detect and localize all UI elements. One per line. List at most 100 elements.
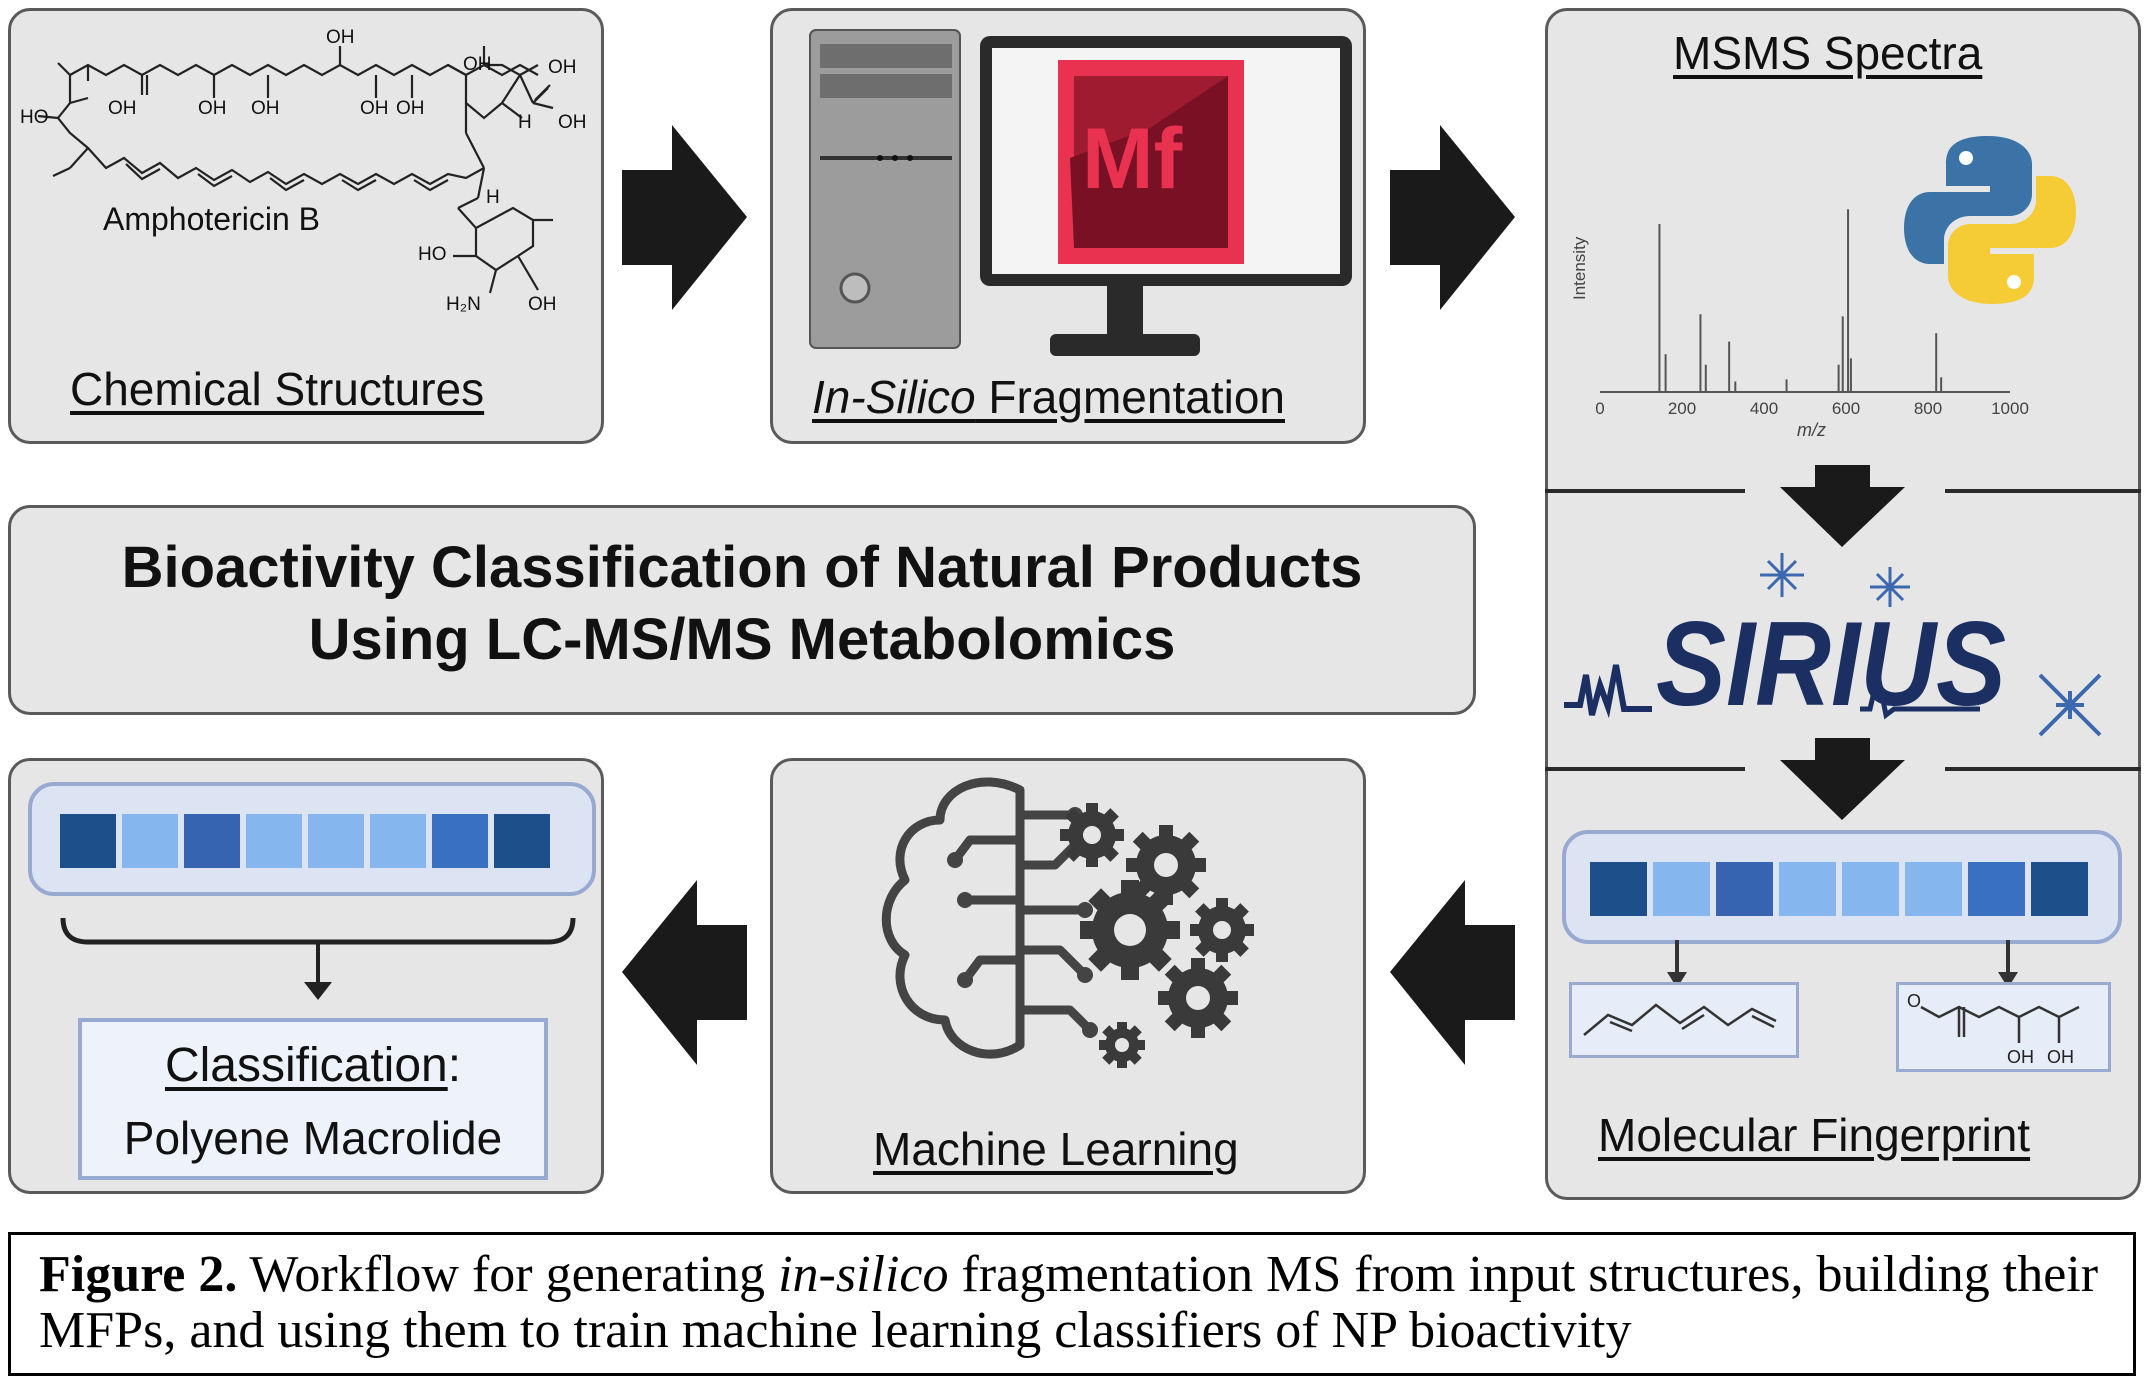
spectrum-tick-label: 800 [1914,399,1942,418]
arrow-down-1 [1780,465,1905,547]
msms-spectrum-chart: Intensity m/z 0 200 400 600 800 1000 [1570,209,2029,440]
msms-spectra-label: MSMS Spectra [1673,27,1983,79]
atom-label-oh2: OH [198,98,227,119]
gear-icon [1158,958,1238,1038]
arrow-right-1 [622,125,747,310]
polyene-substructure-icon [1583,1003,1777,1036]
atom-label-ho13: HO [418,244,447,265]
substructure-box-polyene [1569,982,1799,1058]
caption-text-2: fragmentation MS from input structures, … [39,1246,2099,1359]
substructure-atom-oh2: OH [2047,1047,2074,1067]
atom-label-oh1: OH [108,98,137,119]
amphotericin-structure: OH OH OH OH OH OH OH HO OH H OH H HO H₂N… [20,27,587,315]
fingerprint-bit [1590,862,1647,916]
spectrum-tick-label: 200 [1668,399,1696,418]
main-title-line2: Using LC-MS/MS Metabolomics [308,607,1176,672]
atom-label-oh5: OH [360,98,389,119]
spectrum-tick-label: 0 [1595,399,1604,418]
python-logo-icon [1904,136,2076,304]
sirius-spectrum-line [1564,664,1652,719]
machine-learning-label: Machine Learning [873,1123,1239,1175]
atom-label-ho8: HO [20,107,49,128]
classification-heading: Classification [164,1039,448,1092]
gear-icon [1060,803,1124,867]
fingerprint-bit [1779,862,1836,916]
molecule-name: Amphotericin B [103,201,320,237]
divider-2 [1945,489,2141,493]
atom-label-h10: H [518,112,532,133]
spectrum-y-label: Intensity [1570,236,1589,300]
sirius-spectrum-line-2 [1860,674,1980,720]
sirius-logo: SIRIUS [1564,553,2102,737]
bracket-arrow [60,917,576,1000]
gear-icon [1080,880,1180,980]
molecular-fingerprint-label: Molecular Fingerprint [1598,1109,2031,1161]
substructure-atom-o: O [1907,991,1921,1011]
fingerprint-bit [60,814,116,868]
spectrum-tick-label: 600 [1832,399,1860,418]
classification-box: Classification: Polyene Macrolide [78,1018,548,1180]
sparkle-icon [1870,567,1910,607]
atom-label-oh7: OH [463,54,492,75]
caption-text-1: Workflow for generating [237,1246,779,1303]
gear-icon [1099,1022,1145,1068]
arrow-left-1 [622,880,747,1065]
fingerprint-bit [1968,862,2025,916]
spectrum-tick-label: 1000 [1991,399,2029,418]
fingerprint-bit [432,814,488,868]
atom-label-oh4: OH [326,27,355,48]
panel-title [8,505,1476,715]
fingerprint-bar-left [28,782,596,896]
fingerprint-bit [1905,862,1962,916]
atom-label-oh6: OH [396,98,425,119]
divider-4 [1945,767,2141,771]
classification-colon: : [447,1039,462,1092]
substructure-atom-oh1: OH [2007,1047,2034,1067]
substructure-box-polyol: O OH OH [1896,982,2111,1072]
classification-value: Polyene Macrolide [123,1112,503,1164]
fingerprint-mapping-arrows [1667,940,2018,988]
chemical-structures-label: Chemical Structures [70,363,485,415]
divider-3 [1545,767,1745,771]
fingerprint-bar-right [1562,830,2122,944]
mf-logo-text: Mf [1082,111,1183,207]
fingerprint-bit [1842,862,1899,916]
gear-icon [1126,825,1206,905]
fingerprint-bit [2031,862,2088,916]
caption-italic: in-silico [778,1246,949,1303]
gear-icon [1190,898,1254,962]
polyol-substructure-icon: O OH OH [1907,991,2080,1067]
arrow-down-2 [1780,738,1905,820]
insilico-label-rest: Fragmentation [975,371,1285,423]
sparkle-icon [2038,673,2102,737]
fingerprint-bit [246,814,302,868]
computer-icon: Mf [809,29,1352,356]
figure-caption: Figure 2. Workflow for generating in-sil… [8,1232,2136,1376]
panel-chemical-structures [8,8,604,444]
fingerprint-bit [122,814,178,868]
fingerprint-bit [308,814,364,868]
divider-1 [1545,489,1745,493]
main-title: Bioactivity Classification of Natural Pr… [8,532,1476,676]
brain-gears-icon [881,777,1254,1068]
arrow-left-2 [1390,880,1515,1065]
insilico-fragmentation-label: In-Silico Fragmentation [812,370,1285,424]
atom-label-h2n: H₂N [446,294,481,315]
fingerprint-bit [1716,862,1773,916]
fingerprint-bit [370,814,426,868]
fingerprint-bit [184,814,240,868]
spectrum-x-label: m/z [1797,420,1826,440]
sirius-logo-text: SIRIUS [1656,597,2006,731]
fingerprint-bit [1653,862,1710,916]
insilico-italic-text: In-Silico [812,371,976,423]
atom-label-oh15: OH [528,294,557,315]
fingerprint-bit [494,814,550,868]
atom-label-oh9: OH [548,57,577,78]
arrow-right-2 [1390,125,1515,310]
atom-label-oh3: OH [251,98,280,119]
atom-label-h12: H [486,187,500,208]
spectrum-tick-label: 400 [1750,399,1778,418]
sparkle-icon [1760,553,1804,597]
main-title-line1: Bioactivity Classification of Natural Pr… [121,535,1363,600]
atom-label-oh11: OH [558,112,587,133]
